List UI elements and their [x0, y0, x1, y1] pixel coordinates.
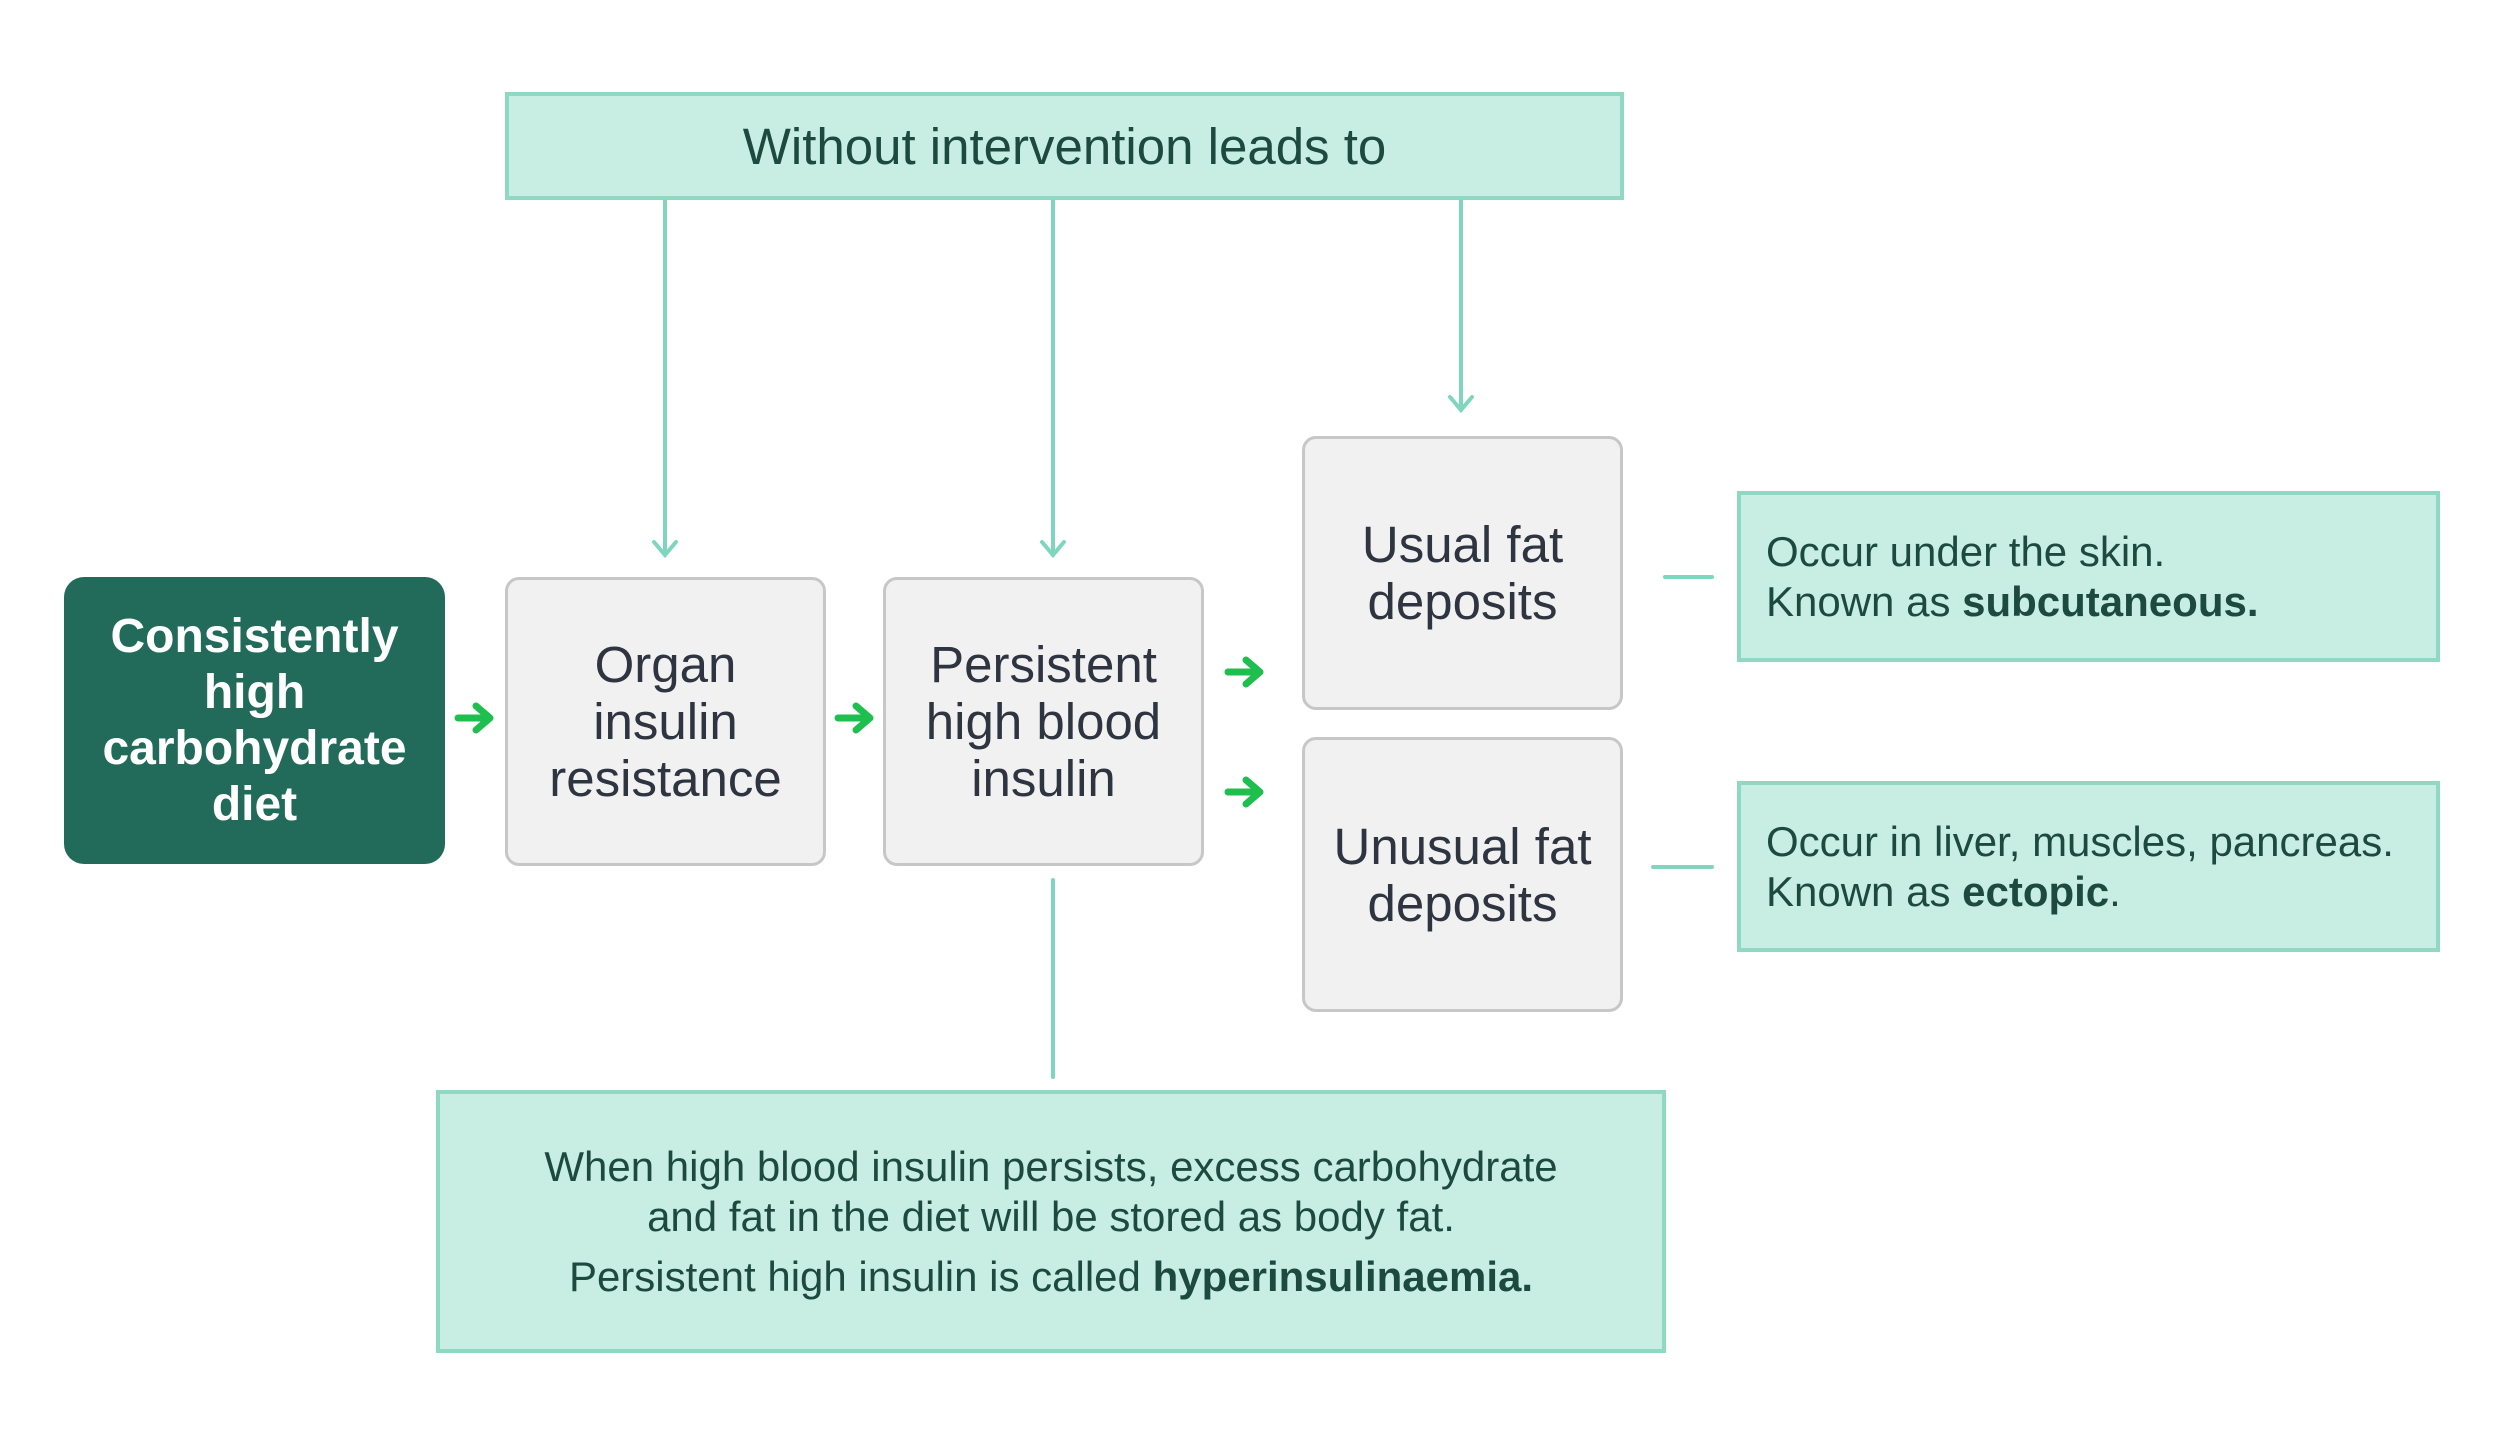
note-prefix: Known as: [1766, 577, 1963, 625]
ectopic-note: Occur in liver, muscles, pancreas. Known…: [1737, 781, 2440, 952]
diet-line: high: [203, 665, 306, 719]
persistent-insulin-box: Persistent high blood insulin: [883, 577, 1204, 866]
ectopic-term: ectopic: [1962, 867, 2110, 915]
unusual-fat-line: Unusual fat: [1333, 817, 1592, 875]
connector-arrowhead-persistent: [1040, 540, 1066, 559]
organ-line: resistance: [549, 750, 782, 807]
diet-box: Consistently high carbohydrate diet: [64, 577, 445, 864]
bottom-note-line: and fat in the diet will be stored as bo…: [647, 1192, 1455, 1240]
arrow-start-to-organ: [454, 702, 494, 734]
organ-line: insulin: [593, 693, 738, 750]
subcutaneous-note-line: Occur under the skin.: [1766, 527, 2166, 575]
note-prefix: Known as: [1766, 867, 1963, 915]
connector-arrowhead-usual: [1448, 395, 1474, 414]
organ-line: Organ: [594, 636, 737, 693]
intervention-label: Without intervention leads to: [742, 117, 1387, 175]
persistent-line: Persistent: [930, 636, 1157, 693]
unusual-fat-box: Unusual fat deposits: [1302, 737, 1623, 1012]
subcutaneous-note: Occur under the skin. Known as subcutane…: [1737, 491, 2440, 662]
diet-line: Consistently: [110, 609, 399, 663]
usual-fat-line: Usual fat: [1361, 516, 1564, 573]
persistent-line: insulin: [971, 750, 1116, 807]
bottom-note-line: When high blood insulin persists, excess…: [544, 1142, 1558, 1190]
bottom-note-prefix: Persistent high insulin is called: [568, 1252, 1153, 1300]
arrow-persistent-to-usual: [1224, 656, 1264, 688]
hyperinsulinaemia-term: hyperinsulinaemia.: [1152, 1252, 1534, 1300]
usual-fat-box: Usual fat deposits: [1302, 436, 1623, 710]
note-suffix: .: [2109, 867, 2121, 915]
diet-line: carbohydrate: [102, 721, 407, 775]
arrow-organ-to-persistent: [834, 702, 874, 734]
ectopic-note-line: Known as ectopic.: [1766, 867, 2121, 917]
bottom-note-line: Persistent high insulin is called hyperi…: [569, 1252, 1533, 1302]
diet-line: diet: [211, 777, 298, 831]
usual-fat-line: deposits: [1367, 573, 1558, 630]
persistent-line: high blood: [925, 693, 1162, 750]
ectopic-note-line: Occur in liver, muscles, pancreas.: [1766, 817, 2394, 865]
connector-arrowhead-organ: [652, 540, 678, 559]
subcutaneous-note-line: Known as subcutaneous.: [1766, 577, 2259, 627]
arrow-persistent-to-unusual: [1224, 776, 1264, 808]
unusual-fat-line: deposits: [1367, 874, 1558, 932]
subcutaneous-term: subcutaneous.: [1962, 577, 2259, 625]
organ-insulin-resistance-box: Organ insulin resistance: [505, 577, 826, 866]
intervention-box: Without intervention leads to: [505, 92, 1624, 200]
hyperinsulinaemia-note: When high blood insulin persists, excess…: [436, 1090, 1666, 1353]
